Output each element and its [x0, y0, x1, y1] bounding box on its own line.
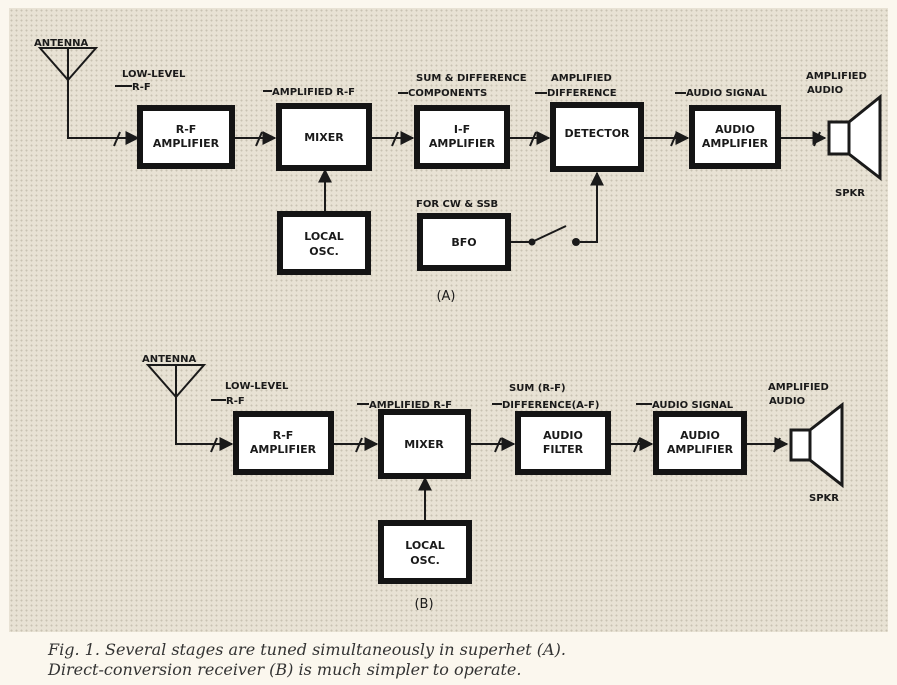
audio-amplifier-line2: AMPLIFIER — [702, 137, 769, 150]
speaker-label: SPKR — [809, 493, 839, 504]
audio-amplifier-line2: AMPLIFIER — [667, 443, 734, 456]
caption-line-2: Direct-conversion receiver (B) is much s… — [48, 660, 522, 679]
subtitle-b: (B) — [414, 597, 433, 612]
audio-filter-line1: AUDIO — [543, 429, 583, 442]
local-osc-line2: OSC. — [309, 245, 339, 258]
detector-label: DETECTOR — [564, 127, 630, 140]
local-oscillator-block: LOCAL OSC. — [378, 520, 472, 584]
audio-amplifier-block: AUDIO AMPLIFIER — [653, 411, 747, 475]
speaker-label: SPKR — [835, 188, 865, 199]
difference-label: DIFFERENCE — [547, 88, 617, 99]
figure-caption: Fig. 1. Several stages are tuned simulta… — [48, 640, 878, 680]
rf-amplifier-block: R-F AMPLIFIER — [137, 105, 235, 169]
audio-amplifier-line1: AUDIO — [680, 429, 720, 442]
audio-filter-block: AUDIO FILTER — [515, 411, 611, 475]
diagram-b: ANTENNA R- — [142, 354, 844, 612]
audio-filter-line2: FILTER — [543, 443, 584, 456]
signal-path — [175, 397, 789, 520]
mixer-label: MIXER — [304, 131, 344, 144]
speaker-icon — [827, 93, 882, 182]
low-level-rf-label: R-F — [132, 82, 151, 93]
amplified-label: AMPLIFIED — [551, 73, 612, 84]
rf-amplifier-line1: R-F — [176, 123, 197, 136]
if-amplifier-line1: I-F — [454, 123, 470, 136]
audio-label: AUDIO — [807, 85, 843, 96]
local-osc-line1: LOCAL — [405, 539, 445, 552]
local-osc-line2: OSC. — [410, 554, 440, 567]
detector-block: DETECTOR — [550, 102, 644, 172]
local-oscillator-block: LOCAL OSC. — [277, 211, 371, 275]
caption-line-1: Fig. 1. Several stages are tuned simulta… — [48, 640, 566, 659]
subtitle-a: (A) — [436, 289, 455, 304]
bfo-block: BFO — [417, 213, 511, 271]
cw-ssb-label: FOR CW & SSB — [416, 199, 498, 210]
components-label: COMPONENTS — [408, 88, 487, 99]
local-osc-line1: LOCAL — [304, 230, 344, 243]
amplified-audio-label: AMPLIFIED — [768, 382, 829, 393]
low-level-label: LOW-LEVEL — [225, 381, 289, 392]
block-diagrams: ANTENNA — [34, 38, 882, 612]
antenna-icon — [145, 364, 207, 399]
if-amplifier-block: I-F AMPLIFIER — [414, 105, 510, 169]
speaker-icon — [789, 401, 844, 489]
antenna-label: ANTENNA — [142, 354, 196, 365]
low-level-label: LOW-LEVEL — [122, 69, 186, 80]
mixer-block: MIXER — [378, 409, 471, 479]
rf-amplifier-line1: R-F — [273, 429, 294, 442]
rf-amplifier-block: R-F AMPLIFIER — [233, 411, 334, 475]
bfo-label: BFO — [451, 236, 476, 249]
mixer-block: MIXER — [276, 103, 372, 171]
amplified-rf-label: AMPLIFIED R-F — [272, 87, 355, 98]
audio-label: AUDIO — [769, 396, 805, 407]
rf-amplifier-line2: AMPLIFIER — [153, 137, 220, 150]
audio-signal-label: AUDIO SIGNAL — [652, 400, 734, 411]
low-level-rf-label: R-F — [226, 396, 245, 407]
antenna-icon — [37, 47, 99, 82]
diagram-a: ANTENNA — [34, 38, 882, 304]
audio-signal-label: AUDIO SIGNAL — [686, 88, 768, 99]
label-leaders — [210, 399, 781, 453]
sum-difference-label: SUM & DIFFERENCE — [416, 73, 527, 84]
rf-amplifier-line2: AMPLIFIER — [250, 443, 317, 456]
amplified-audio-label: AMPLIFIED — [806, 71, 867, 82]
amplified-rf-label: AMPLIFIED R-F — [369, 400, 452, 411]
label-leaders — [113, 85, 821, 147]
difference-af-label: DIFFERENCE(A-F) — [502, 400, 599, 411]
sum-rf-label: SUM (R-F) — [509, 383, 566, 394]
mixer-label: MIXER — [404, 438, 444, 451]
if-amplifier-line2: AMPLIFIER — [429, 137, 496, 150]
audio-amplifier-line1: AUDIO — [715, 123, 755, 136]
antenna-label: ANTENNA — [34, 38, 88, 49]
audio-amplifier-block: AUDIO AMPLIFIER — [689, 105, 781, 169]
